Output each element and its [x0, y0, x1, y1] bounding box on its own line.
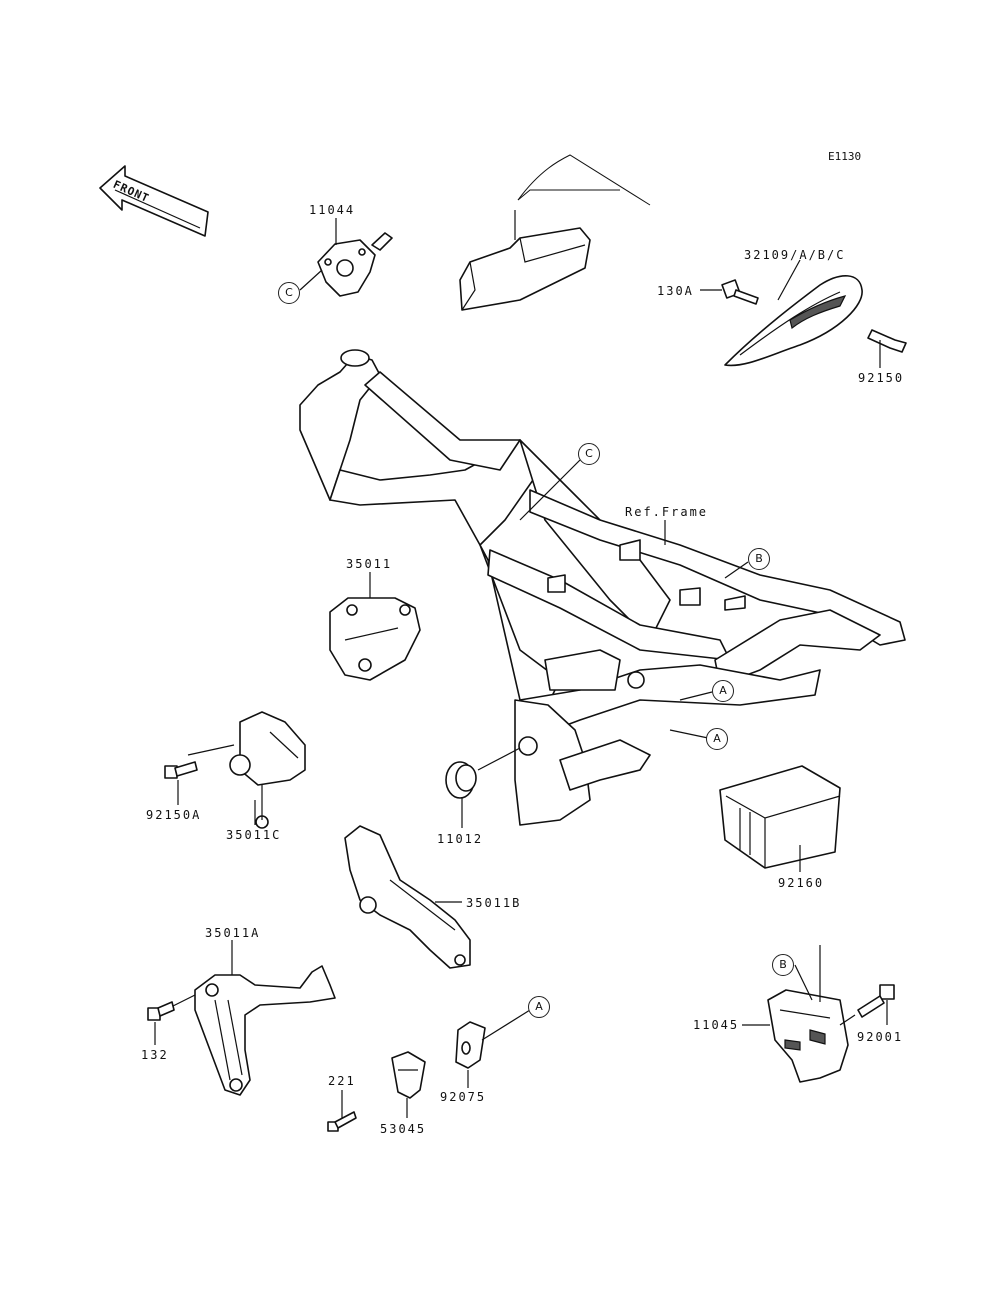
callout-b-frame: B: [748, 548, 770, 570]
part-tray-cover: [459, 154, 651, 311]
part-label-92150: 92150: [858, 371, 905, 385]
part-label-32109: 32109/A/B/C: [744, 248, 846, 262]
part-11045-bracket: [742, 945, 849, 1083]
part-92001-bolt: [839, 984, 895, 1026]
part-label-35011c: 35011C: [226, 828, 282, 842]
front-arrow-icon: [99, 165, 209, 237]
part-label-53045: 53045: [380, 1122, 427, 1136]
reference-frame-label: Ref.Frame: [625, 505, 709, 519]
part-92075-damper: [455, 1009, 531, 1088]
callout-a-92075: A: [528, 996, 550, 1018]
callout-a-frame-upper: A: [712, 680, 734, 702]
part-11044-bracket: [299, 218, 393, 297]
part-label-92075: 92075: [440, 1090, 487, 1104]
part-132-bolt: [147, 1001, 175, 1045]
part-label-130a: 130A: [657, 284, 694, 298]
part-label-35011: 35011: [346, 557, 393, 571]
part-32109-side-cover: [724, 259, 863, 367]
part-label-11012: 11012: [437, 832, 484, 846]
part-label-132: 132: [141, 1048, 169, 1062]
part-label-11045: 11045: [693, 1018, 740, 1032]
part-221-bolt: [327, 1090, 357, 1132]
part-label-35011a: 35011A: [205, 926, 261, 940]
part-92150-bolt: [867, 329, 907, 368]
frame-main: [299, 349, 906, 826]
part-35011a-bracket: [164, 940, 336, 1096]
part-label-92150a: 92150A: [146, 808, 202, 822]
part-53045-clip: [391, 1051, 426, 1118]
part-35011b-bracket: [344, 825, 471, 969]
callout-c-11044: C: [278, 282, 300, 304]
part-label-35011b: 35011B: [466, 896, 522, 910]
part-35011c-bracket: [187, 711, 306, 829]
part-11012-grommet: [445, 747, 521, 828]
part-label-221: 221: [328, 1074, 356, 1088]
part-92160-battery-case: [719, 765, 841, 872]
callout-b-11045: B: [772, 954, 794, 976]
part-label-11044: 11044: [309, 203, 356, 217]
callout-a-frame-lower: A: [706, 728, 728, 750]
frame-leader-lines: [519, 459, 749, 739]
part-92150a-bolt: [164, 761, 198, 805]
diagram-code: E1130: [828, 150, 862, 163]
part-130a-bolt: [700, 279, 759, 305]
callout-c-frame: C: [578, 443, 600, 465]
part-label-92160: 92160: [778, 876, 825, 890]
part-35011-bracket: [329, 572, 421, 681]
part-label-92001: 92001: [857, 1030, 904, 1044]
